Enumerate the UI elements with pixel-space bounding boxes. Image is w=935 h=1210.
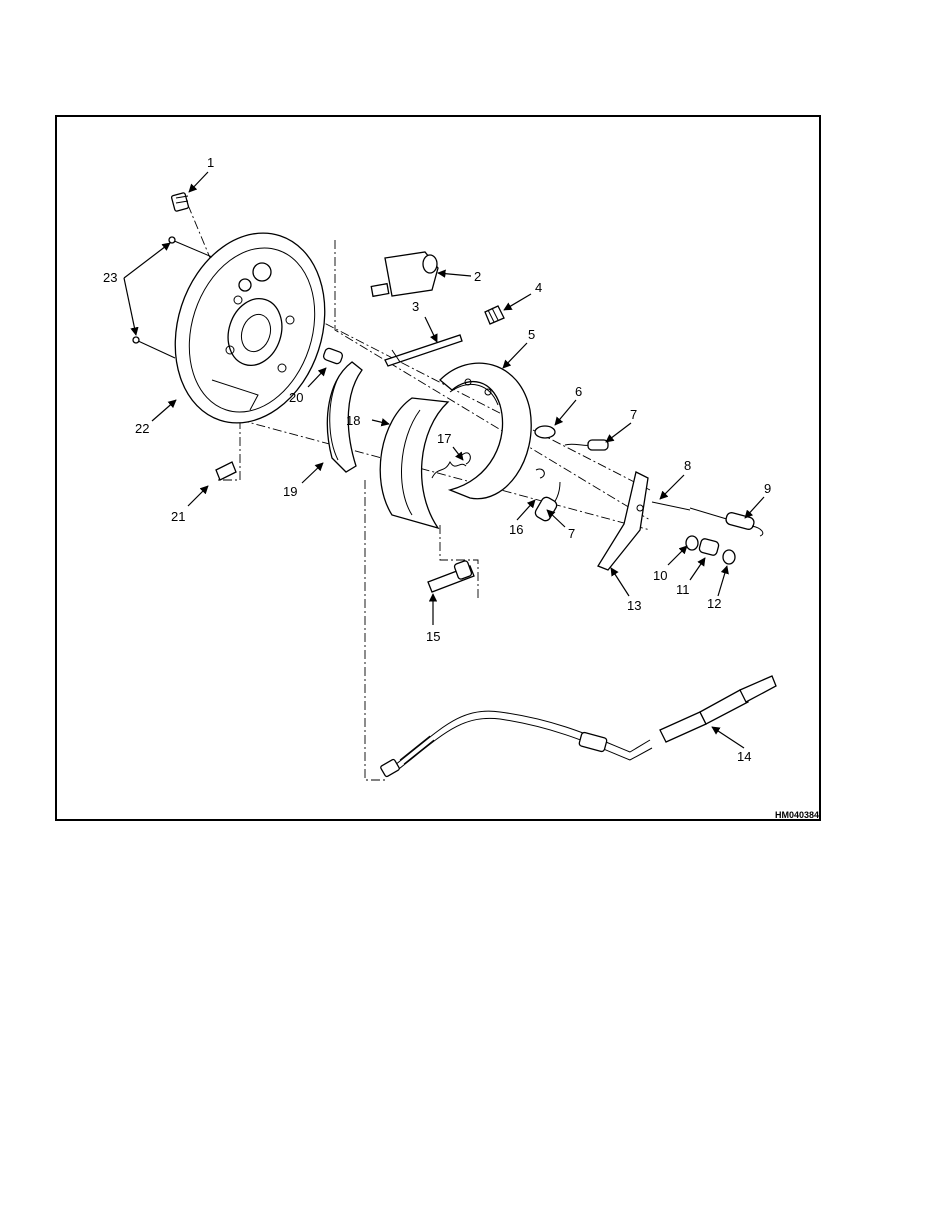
callout-23: 23 [103,270,117,285]
wheel-cylinder [370,251,439,298]
callout-21: 21 [171,509,185,524]
return-spring-lower [534,481,561,522]
callout-7-upper: 7 [630,407,637,422]
figure-code: HM040384 [775,810,819,820]
callout-18: 18 [346,413,360,428]
callout-11: 11 [676,582,690,597]
callout-10: 10 [653,568,667,583]
callout-4: 4 [535,280,542,295]
adjuster-pin [322,347,344,365]
callout-16: 16 [509,522,523,537]
washer [685,535,699,551]
adjuster-screw [427,560,475,593]
parking-brake-cable [380,675,777,778]
callout-22: 22 [135,421,149,436]
adjuster-strut [384,334,463,367]
parking-brake-lever [597,471,649,571]
adjuster-spring [484,305,505,325]
adjuster-nut-spring [698,538,720,556]
callout-2: 2 [474,269,481,284]
retainer-cup [722,549,736,565]
callout-3: 3 [412,299,419,314]
backing-plate [174,232,326,424]
callout-8: 8 [684,458,691,473]
callout-12: 12 [707,596,721,611]
callout-1: 1 [207,155,214,170]
anchor-washer [534,425,556,439]
callout-9: 9 [764,481,771,496]
retaining-clip [535,468,545,479]
return-spring-upper [564,439,609,451]
shoe-assembly [439,362,532,500]
retracting-spring [431,452,471,479]
callout-14: 14 [737,749,751,764]
callout-5: 5 [528,327,535,342]
leader-arrows [123,171,765,749]
access-plug [215,461,237,481]
callout-6: 6 [575,384,582,399]
callout-15: 15 [426,629,440,644]
callout-19: 19 [283,484,297,499]
callout-20: 20 [289,390,303,405]
figure-frame [55,115,821,821]
cable-spring [689,507,764,537]
callout-7-lower: 7 [568,526,575,541]
callout-labels: 1 2 3 4 5 6 7 7 8 9 10 11 12 13 14 15 16… [103,155,771,764]
hold-down-pins [132,236,213,359]
outer-brake-shoe [379,397,450,530]
inner-brake-shoe [326,361,363,473]
callout-13: 13 [627,598,641,613]
callout-17: 17 [437,431,451,446]
bleeder-screw [170,192,190,212]
adjuster-cable [651,501,691,511]
